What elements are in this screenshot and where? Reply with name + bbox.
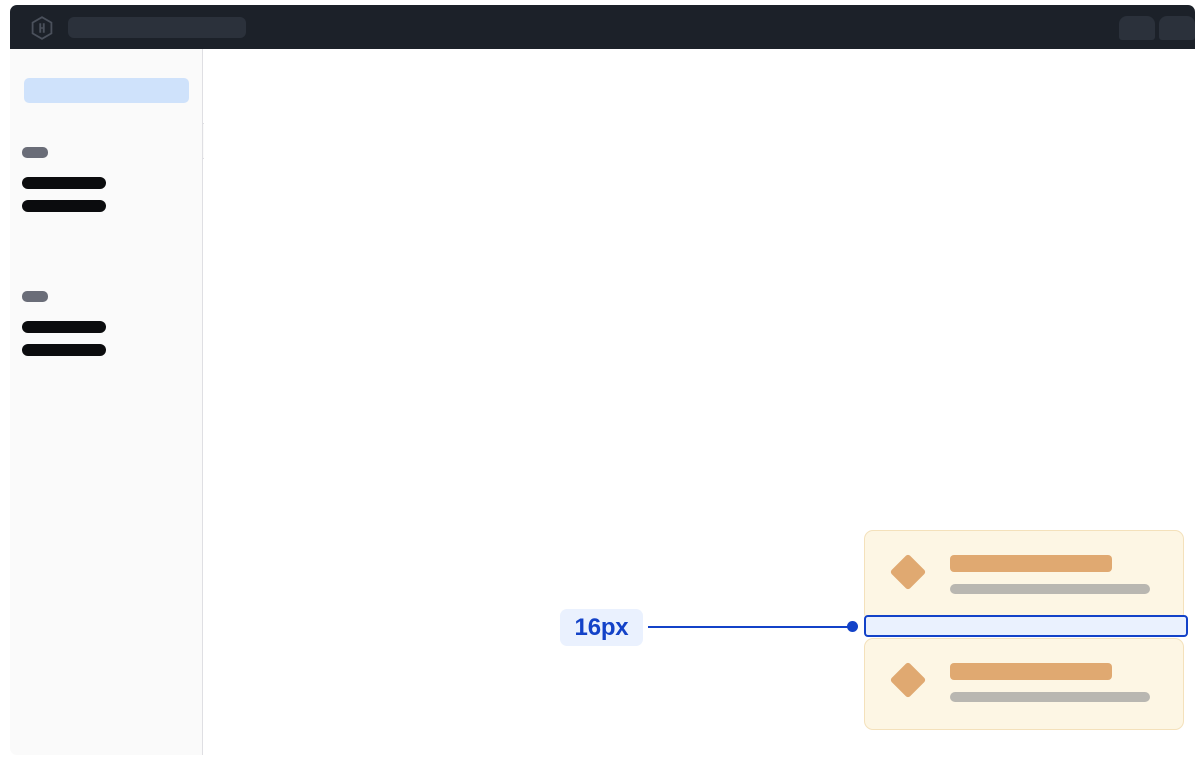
skeleton-card-2[interactable]	[864, 638, 1184, 730]
sidebar-nav-group-1	[22, 147, 106, 212]
skeleton-card-1[interactable]	[864, 530, 1184, 622]
app-body: 16px	[10, 49, 1195, 755]
header-search-skeleton[interactable]	[68, 17, 246, 38]
header-chip-b[interactable]	[1159, 16, 1195, 40]
card-subtitle-placeholder	[950, 584, 1150, 594]
header-chip-a[interactable]	[1119, 16, 1155, 40]
app-header	[10, 5, 1195, 49]
sidebar-item-2-2[interactable]	[22, 344, 106, 356]
spacing-value-text: 16px	[574, 613, 629, 641]
sidebar-item-active[interactable]	[24, 78, 189, 103]
sidebar-item-2-1[interactable]	[22, 321, 106, 333]
measure-leader-line	[648, 626, 853, 628]
sidebar-item-1-2[interactable]	[22, 200, 106, 212]
card-title-placeholder	[950, 663, 1112, 680]
main-canvas: 16px	[204, 49, 1195, 755]
card-stack	[864, 530, 1184, 730]
spacing-highlight-box	[864, 615, 1188, 637]
card-title-placeholder	[950, 555, 1112, 572]
hashicorp-hexagon-logo-icon[interactable]	[30, 16, 54, 40]
diamond-icon	[889, 661, 927, 699]
sidebar	[10, 49, 203, 755]
diamond-icon	[889, 553, 927, 591]
sidebar-group-label-1	[22, 147, 48, 158]
sidebar-item-1-1[interactable]	[22, 177, 106, 189]
card-subtitle-placeholder	[950, 692, 1150, 702]
sidebar-nav-group-2	[22, 291, 106, 356]
sidebar-group-label-2	[22, 291, 48, 302]
spacing-value-badge: 16px	[560, 609, 643, 646]
